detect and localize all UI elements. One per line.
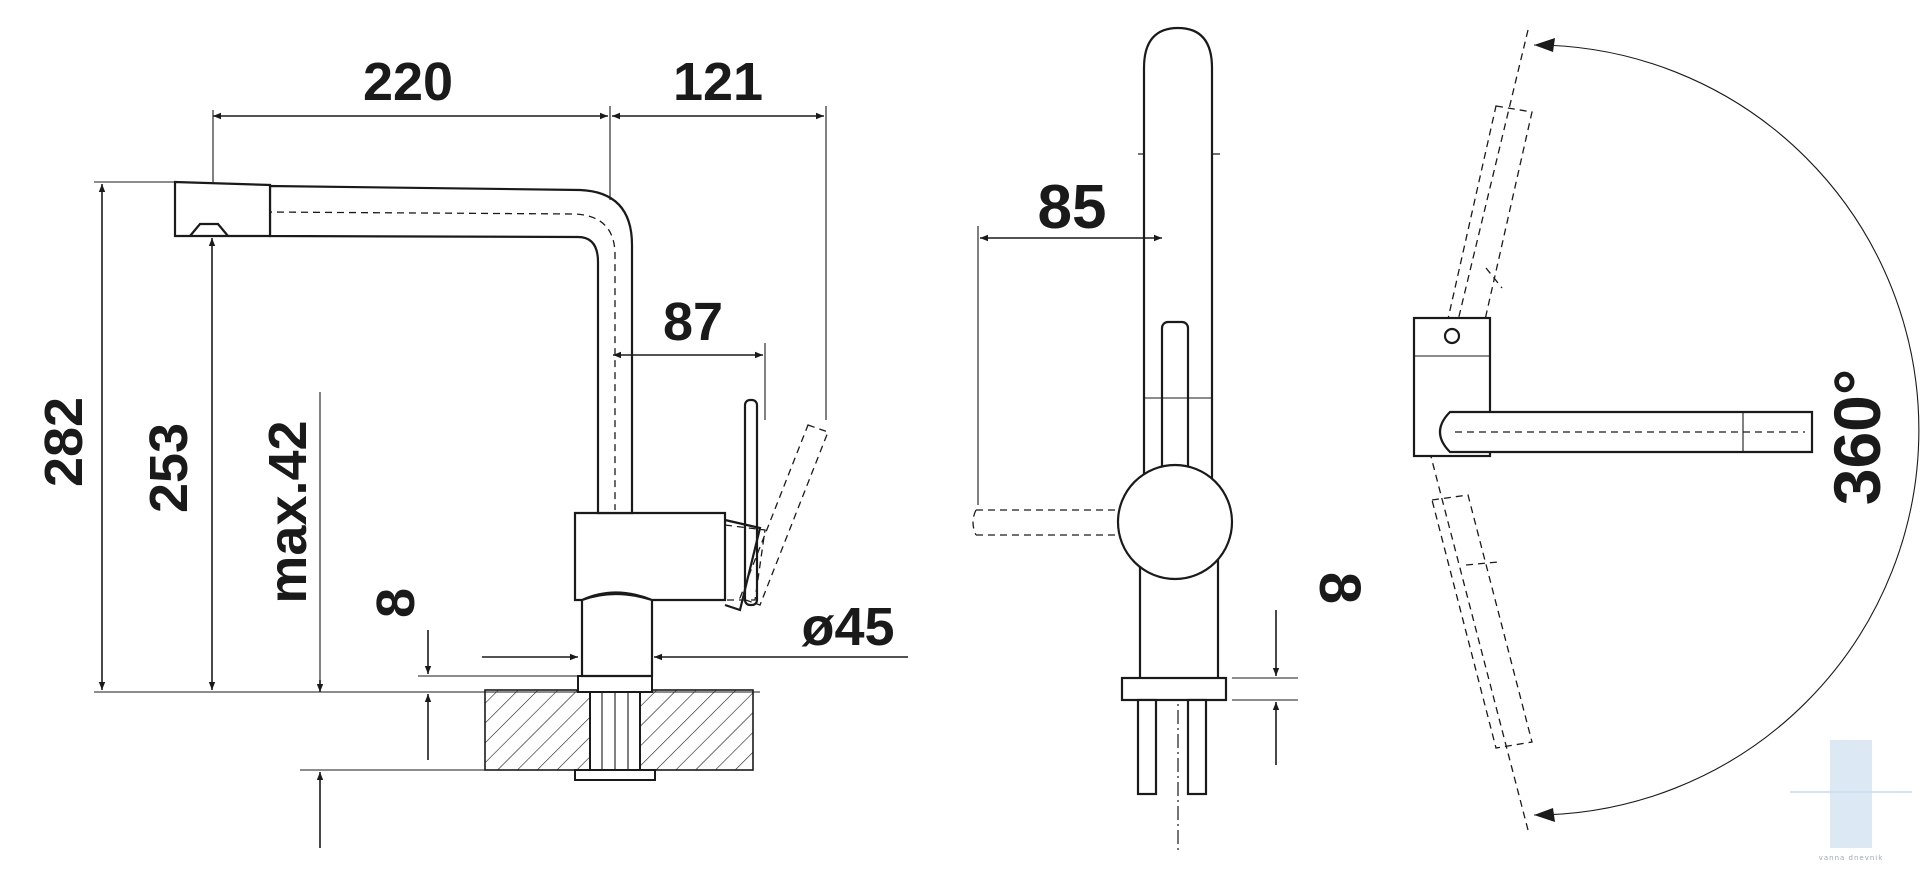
top-view: 360°	[1412, 29, 1920, 831]
front-shank-left	[1136, 698, 1158, 796]
spout-rotated-down	[1431, 494, 1533, 749]
lever-closed	[743, 398, 759, 607]
dim-spout-reach: 220	[363, 52, 453, 112]
spray-head	[173, 180, 272, 238]
spout-hose-hidden	[264, 211, 616, 510]
watermark-logo: vanna dnevnik	[1790, 740, 1912, 862]
dim-deck-min-front: 8	[1307, 572, 1372, 604]
dim-deck-min-side: 8	[366, 588, 426, 618]
front-base-flange	[1120, 676, 1228, 702]
rotation-arc	[1533, 44, 1920, 816]
watermark-bar	[1830, 740, 1872, 848]
dim-rotation: 360°	[1820, 369, 1894, 506]
mounting-nut	[574, 769, 656, 781]
dim-lever-offset: 121	[673, 52, 763, 112]
front-lever-hidden	[972, 509, 1128, 536]
lower-column	[580, 592, 654, 678]
base-flange	[577, 675, 653, 693]
lever-open-hidden	[739, 424, 829, 606]
dim-total-height: 282	[34, 397, 94, 487]
dim-outlet-height: 253	[139, 423, 199, 513]
mixer-body	[573, 511, 727, 602]
dim-lever-reach: 85	[1038, 173, 1107, 242]
side-view: 220 121 87 282 253 max.42 8 ø45	[34, 52, 908, 848]
front-body-ball	[1116, 463, 1234, 581]
watermark-text: vanna dnevnik	[1819, 854, 1884, 862]
dim-body-to-lever: 87	[663, 292, 723, 352]
dim-base-diameter: ø45	[801, 597, 894, 657]
dim-max-deck: max.42	[258, 420, 318, 603]
front-view: 85 8	[972, 26, 1372, 850]
front-shank-right	[1186, 698, 1208, 796]
spout-riser	[268, 184, 634, 515]
